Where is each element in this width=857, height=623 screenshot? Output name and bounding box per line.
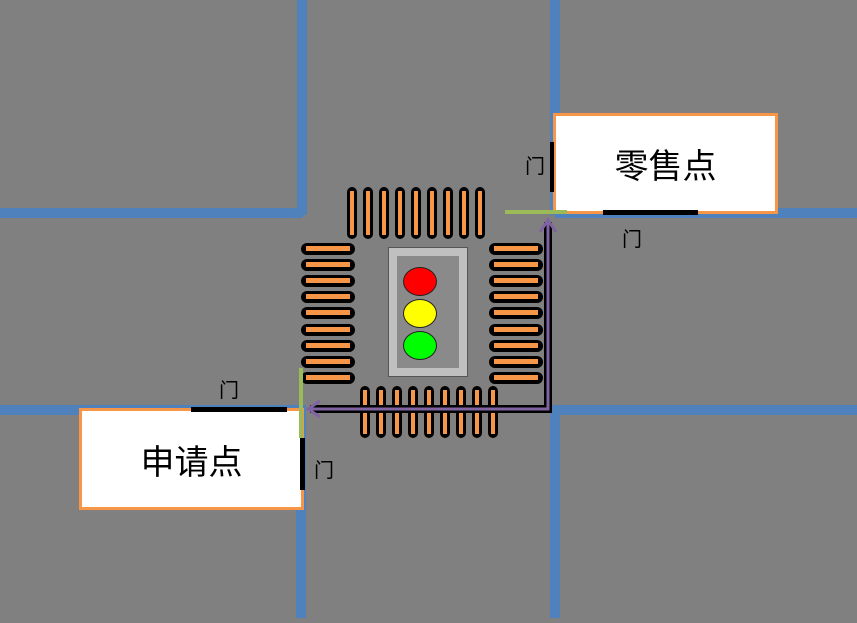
apply-green-door-segment	[299, 368, 303, 438]
red-lamp-icon	[403, 267, 437, 296]
traffic-light	[388, 247, 468, 377]
road-bottom-right-horizontal	[552, 405, 857, 415]
apply-point-label: 申请点	[140, 442, 243, 483]
apply-right-door-segment	[300, 438, 305, 490]
yellow-lamp-icon	[403, 299, 437, 328]
apply-right-door-label: 门	[314, 458, 334, 482]
retail-point-box: 零售点	[553, 113, 778, 214]
retail-bottom-door-segment	[603, 210, 698, 215]
road-bottom-left-vertical	[296, 405, 306, 618]
retail-left-door-label: 门	[525, 154, 545, 178]
apply-point-box: 申请点	[79, 408, 304, 510]
road-top-right-vertical	[550, 0, 560, 215]
apply-top-door-segment	[191, 407, 287, 412]
retail-bottom-door-label: 门	[622, 227, 642, 251]
road-bottom-right-vertical	[550, 405, 560, 618]
retail-left-door-segment	[550, 142, 554, 192]
retail-green-door-segment	[505, 210, 567, 214]
apply-top-door-label: 门	[219, 378, 239, 402]
green-lamp-icon	[403, 331, 437, 360]
road-top-left-horizontal	[0, 208, 303, 218]
road-top-left-vertical	[297, 0, 307, 215]
retail-point-label: 零售点	[614, 147, 717, 187]
